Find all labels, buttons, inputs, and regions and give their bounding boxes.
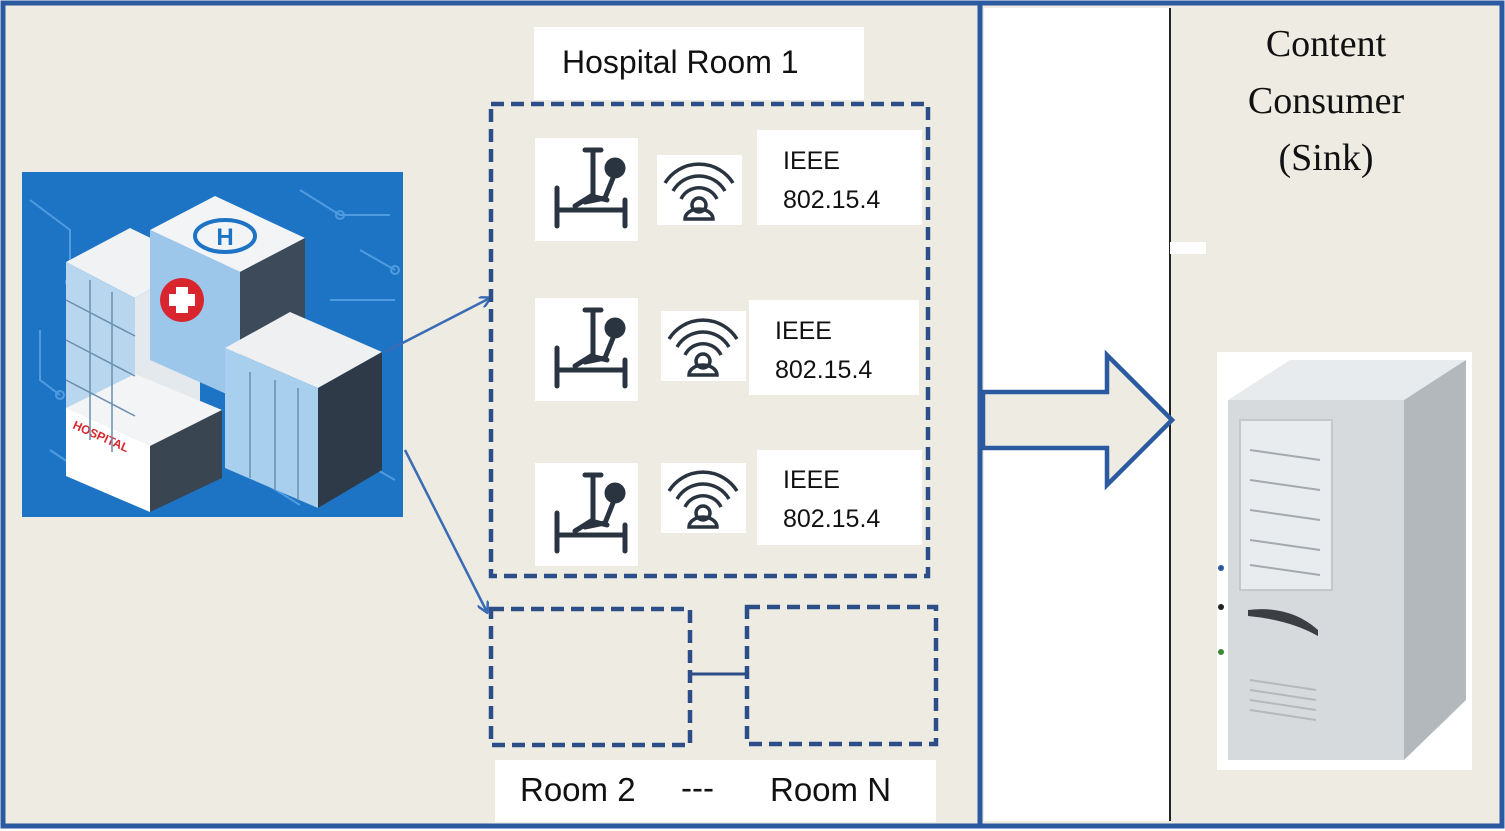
- wifi-icon: [661, 463, 746, 533]
- hospital-building-illustration: H HOSPITAL: [22, 172, 403, 517]
- server-icon: [1217, 352, 1472, 770]
- sensor2-protocol: IEEE 802.15.4: [775, 312, 872, 390]
- wifi-icon: [657, 155, 742, 225]
- sensor1-line2: 802.15.4: [783, 186, 881, 214]
- rooms-separator: ---: [681, 769, 714, 806]
- rooms-label-box: [495, 760, 936, 822]
- sink-line3: (Sink): [1278, 137, 1374, 179]
- sensor3-line2: 802.15.4: [783, 505, 881, 533]
- sensor3-protocol: IEEE 802.15.4: [783, 461, 880, 539]
- room1-boundary: [488, 101, 931, 579]
- data-flow-arrow: [980, 349, 1176, 491]
- room1-title-box: [534, 27, 864, 100]
- patient-bed-icon: [535, 138, 638, 241]
- room2-label: Room 2: [520, 771, 636, 808]
- room1-title: Hospital Room 1: [562, 44, 799, 80]
- sensor1-line1: IEEE: [783, 147, 840, 175]
- arrow-to-room1: [384, 298, 490, 354]
- sensor2-line2: 802.15.4: [775, 356, 873, 384]
- patient-bed-icon: [535, 298, 638, 401]
- sensor-label-box: [757, 130, 922, 225]
- sensor3-line1: IEEE: [783, 466, 840, 494]
- arrow-to-room2: [403, 449, 487, 612]
- room2-boundary: [488, 606, 693, 748]
- patient-bed-icon: [535, 463, 638, 566]
- sink-line1: Content: [1265, 23, 1387, 65]
- roomN-label: Room N: [770, 771, 892, 808]
- sink-title: Content Consumer (Sink): [1176, 16, 1476, 187]
- sensor-label-box: [757, 450, 922, 545]
- sensor2-line1: IEEE: [775, 317, 832, 345]
- divider-tick: [1170, 242, 1206, 254]
- wifi-icon: [661, 311, 746, 381]
- sensor-label-box: [749, 300, 919, 395]
- helipad-letter: H: [216, 224, 233, 251]
- sensor1-protocol: IEEE 802.15.4: [783, 142, 880, 220]
- sink-line2: Consumer: [1247, 80, 1405, 122]
